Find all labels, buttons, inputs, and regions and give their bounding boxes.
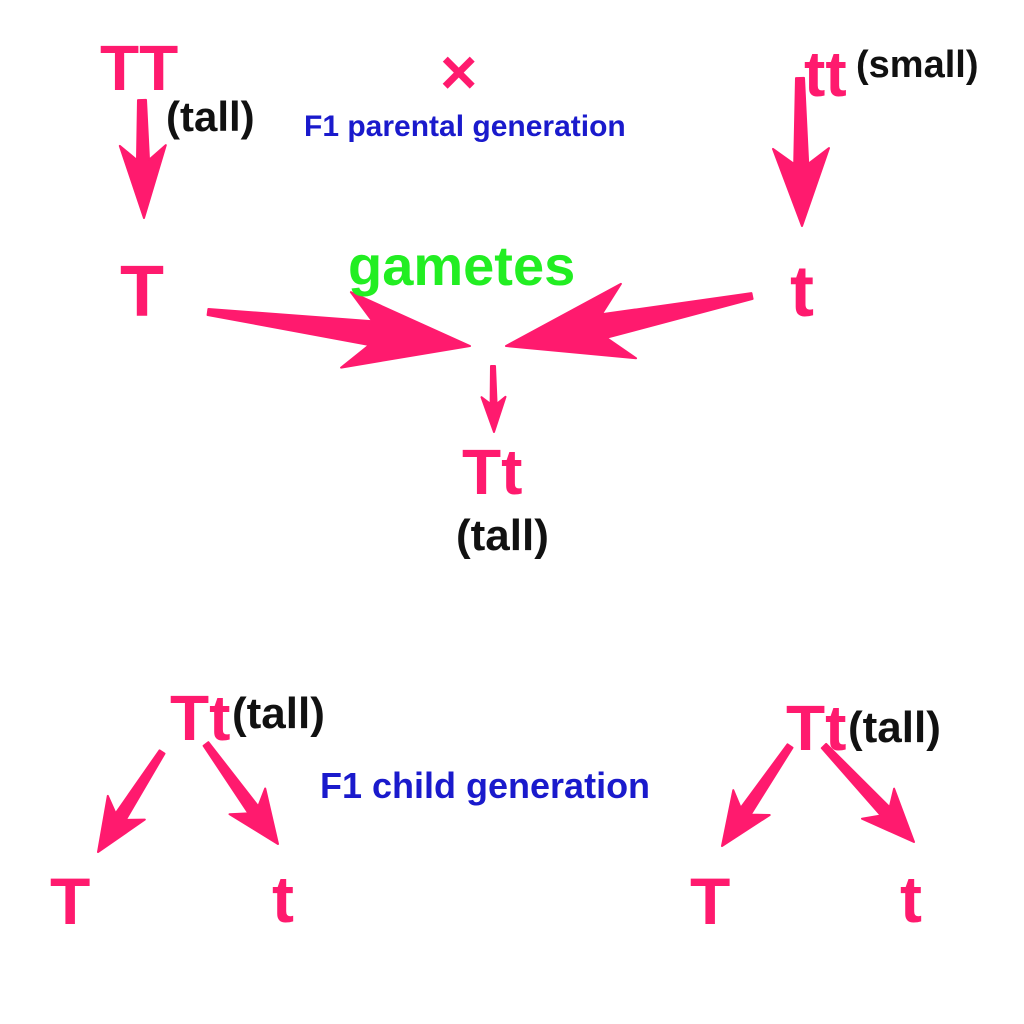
arrow-child-left-to-t — [202, 741, 279, 845]
arrow-child-right-to-t — [820, 742, 915, 843]
child-left-allele-t: t — [272, 862, 294, 936]
child-right-allele-t: t — [900, 862, 922, 936]
child-generation-label: F1 child generation — [320, 765, 651, 806]
arrow-gamete-left-in — [206, 291, 471, 369]
arrow-child-right-to-T — [721, 743, 794, 847]
cross-symbol: × — [440, 36, 478, 108]
parent-left-genotype: TT — [100, 32, 179, 104]
arrow-gamete-right-in — [505, 282, 754, 360]
arrows — [97, 76, 915, 853]
child-right-allele-T: T — [690, 864, 731, 938]
offspring-phenotype: (tall) — [456, 511, 549, 560]
arrow-parent-right-down — [772, 76, 830, 227]
parent-right-phenotype: (small) — [856, 44, 979, 86]
parent-right-genotype: tt — [804, 38, 847, 110]
gamete-right: t — [790, 252, 814, 332]
arrow-fusion-down — [480, 365, 507, 433]
gametes-label: gametes — [348, 234, 576, 297]
parental-generation-label: F1 parental generation — [304, 110, 626, 143]
gamete-left: T — [120, 252, 164, 332]
arrow-child-left-to-T — [97, 749, 166, 853]
child-right-genotype: Tt — [786, 692, 847, 764]
child-right-phenotype: (tall) — [848, 703, 941, 752]
child-left-allele-T: T — [50, 864, 91, 938]
offspring-genotype: Tt — [462, 436, 523, 508]
arrow-parent-left-down — [118, 98, 167, 219]
parent-left-phenotype: (tall) — [166, 93, 255, 140]
child-left-genotype: Tt — [170, 682, 231, 754]
child-left-phenotype: (tall) — [232, 689, 325, 738]
